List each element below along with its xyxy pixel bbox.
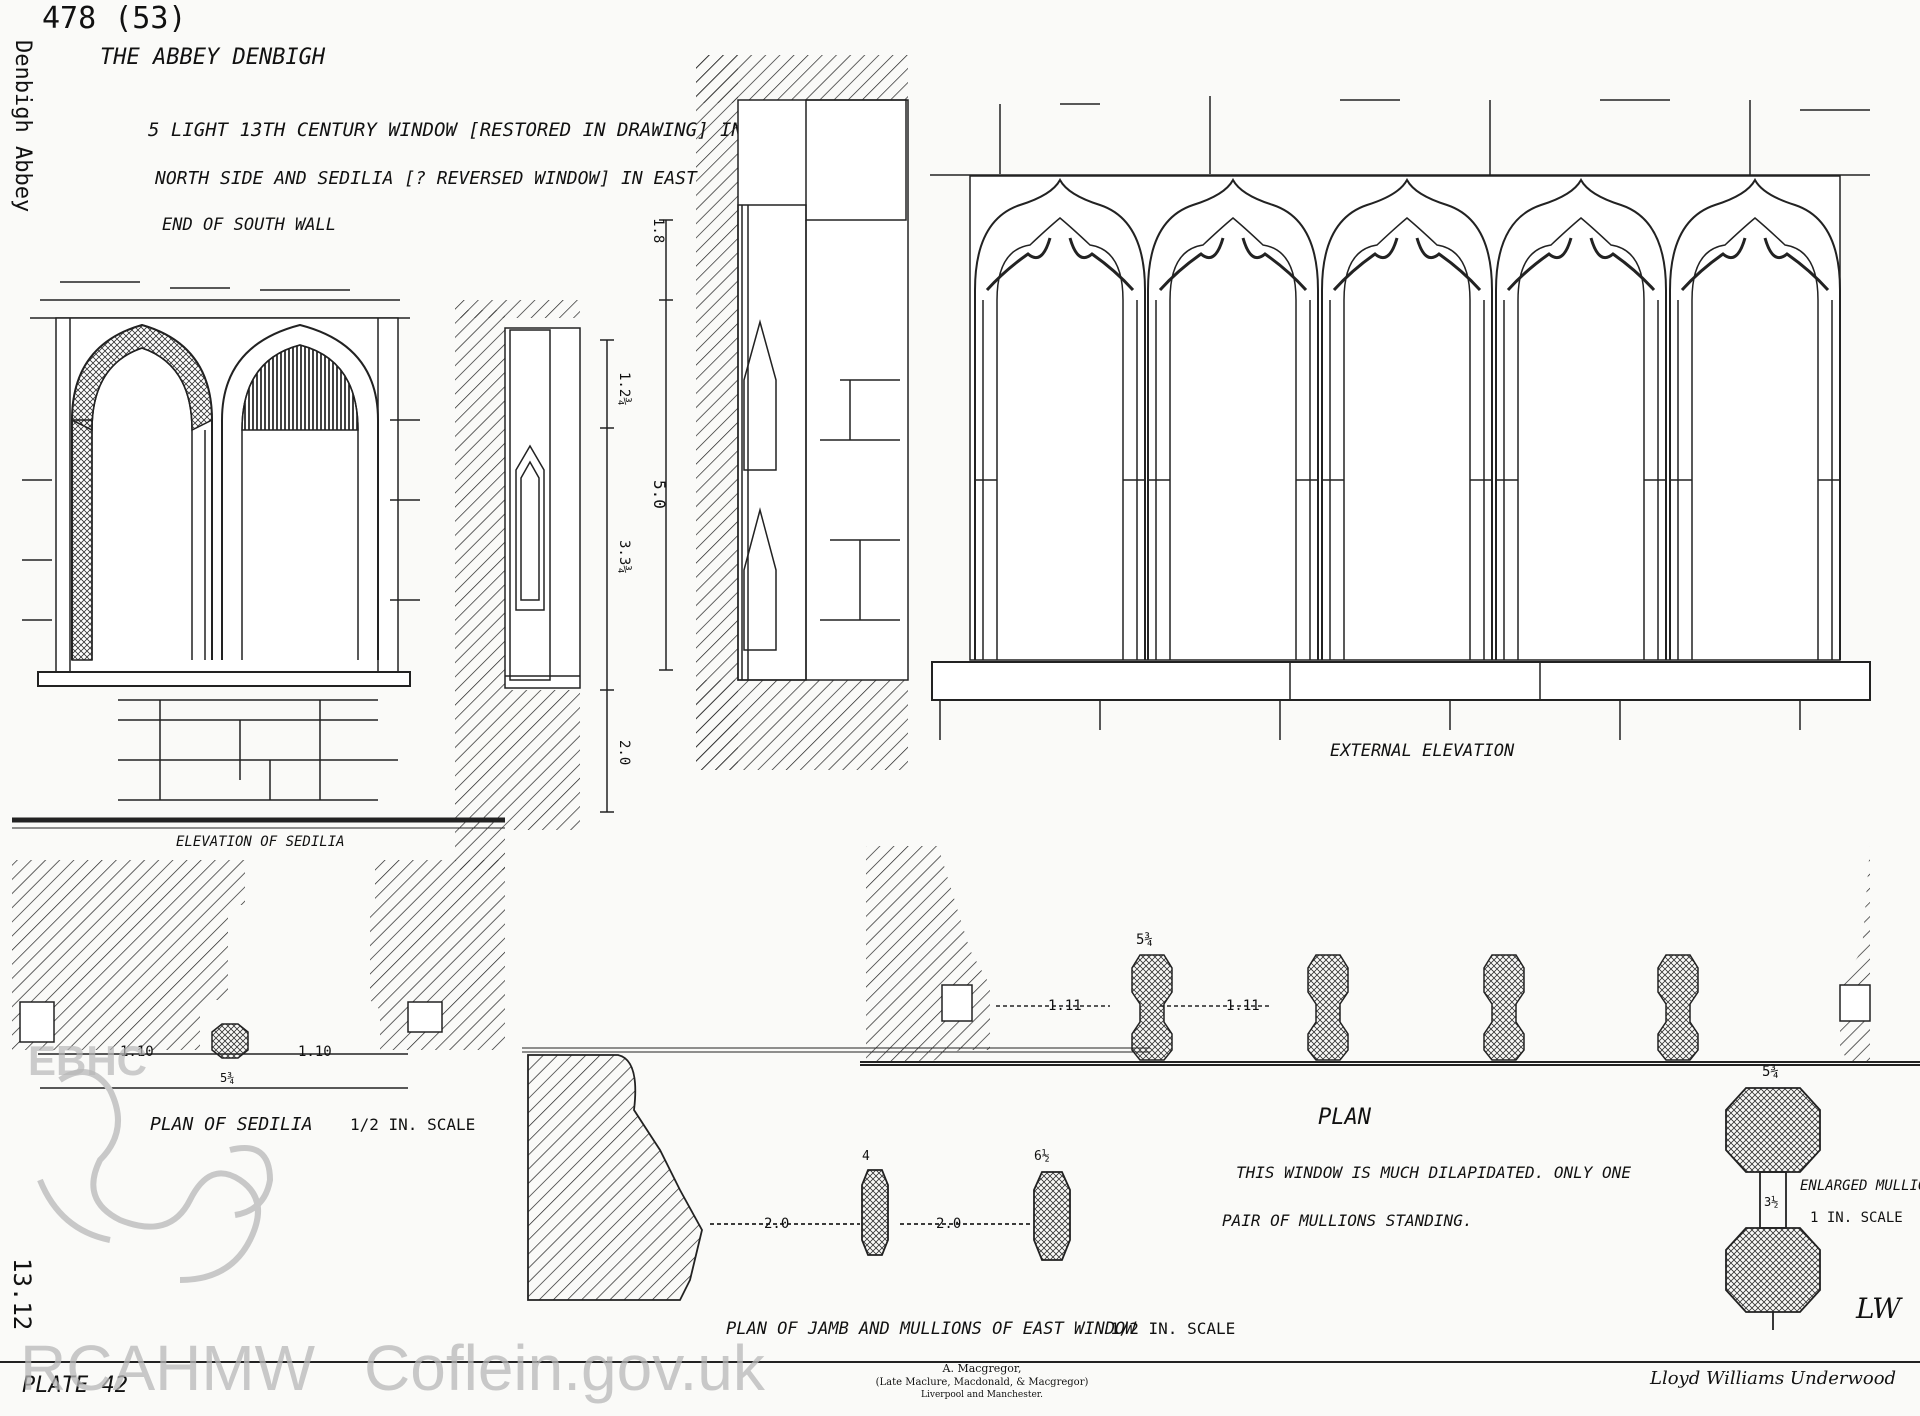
enlarged-mullion-scale: 1 IN. SCALE: [1810, 1210, 1903, 1226]
plan-of-sedilia: [12, 860, 505, 1089]
dim-5-0: 5.0: [650, 480, 669, 509]
jamb-plan-scale: 1/2 IN. SCALE: [1110, 1319, 1235, 1338]
dim-5-3q-a: 5¾: [1136, 932, 1153, 948]
dim-6-half: 6½: [1034, 1149, 1050, 1164]
dim-2-0-vertical: 2.0: [616, 740, 632, 765]
margin-note: Denbigh Abbey: [10, 40, 35, 212]
reference-number: 478 (53): [42, 1, 187, 36]
enlarged-mullion-label: ENLARGED MULLION: [1800, 1178, 1920, 1194]
dim-3-half: 3½: [1764, 1195, 1778, 1209]
light-2-outer: [1147, 177, 1319, 660]
light-5-cusps: [1680, 237, 1830, 292]
rcahmw-dragon-logo: [37, 1069, 274, 1283]
plate-number: PLATE 42: [22, 1373, 128, 1398]
plan-note-line-2: PAIR OF MULLIONS STANDING.: [1222, 1211, 1472, 1230]
plan-mullion-2: [1307, 954, 1349, 1061]
light-3-shafts: [1322, 300, 1492, 660]
light-2-cusps: [1158, 237, 1308, 292]
light-4-cusps: [1506, 237, 1656, 292]
plan-note-line-1: THIS WINDOW IS MUCH DILAPIDATED. ONLY ON…: [1236, 1163, 1631, 1182]
window-plan: [860, 846, 1920, 1066]
watermark-rcahmw: RCAHMW: [20, 1332, 316, 1404]
printer-line-3: Liverpool and Manchester.: [921, 1390, 1043, 1400]
dim-1-11-b: 1.11: [1226, 998, 1260, 1014]
side-note: 13.12: [8, 1258, 36, 1330]
caption-line-3: END OF SOUTH WALL: [162, 215, 336, 235]
plan-mullion-3: [1483, 954, 1525, 1061]
jamb-plan-label: PLAN OF JAMB AND MULLIONS OF EAST WINDOW: [726, 1319, 1137, 1339]
caption-line-2: NORTH SIDE AND SEDILIA [? REVERSED WINDO…: [154, 168, 698, 189]
caption-line-1: 5 LIGHT 13TH CENTURY WINDOW [RESTORED IN…: [148, 119, 743, 141]
drawing-title: THE ABBEY DENBIGH: [100, 45, 326, 70]
watermark-ebhc: EBHC: [28, 1037, 147, 1084]
dim-1-11-a: 1.11: [1048, 998, 1082, 1014]
plan-label: PLAN: [1318, 1105, 1372, 1130]
dim-5-3q-b: 5¾: [1762, 1064, 1779, 1080]
dim-5-3q-c: 5¾: [220, 1071, 234, 1085]
dim-1-8: 1.8: [650, 218, 666, 243]
light-4-shafts: [1496, 300, 1666, 660]
light-2-shafts: [1148, 300, 1318, 660]
light-5-outer: [1669, 177, 1841, 660]
plan-mullion-4: [1657, 954, 1699, 1061]
enlarged-mullion: [1725, 1087, 1821, 1330]
mullion-section: [659, 55, 909, 770]
light-3-cusps: [1332, 237, 1482, 292]
light-1-outer: [974, 177, 1146, 660]
jamb-mullions-plan: [522, 1047, 1150, 1301]
light-3-inner: [1343, 217, 1471, 660]
dim-1-10-b: 1.10: [298, 1044, 332, 1060]
light-4-inner: [1517, 217, 1645, 660]
light-1-shafts: [975, 300, 1145, 660]
dim-3-3q: 3.3¾: [616, 540, 632, 574]
light-1-inner: [996, 217, 1124, 660]
external-elevation: [930, 96, 1871, 740]
plan-mullion-1: [1131, 954, 1173, 1061]
plan-sedilia-scale: 1/2 IN. SCALE: [350, 1115, 475, 1134]
sedilia-elevation-label: ELEVATION OF SEDILIA: [176, 834, 345, 850]
light-3-outer: [1321, 177, 1493, 660]
dim-1-10-a: 1.10: [120, 1044, 154, 1060]
light-5-shafts: [1670, 300, 1840, 660]
light-2-inner: [1169, 217, 1297, 660]
monogram: LW: [1855, 1292, 1903, 1325]
external-elevation-label: EXTERNAL ELEVATION: [1330, 741, 1515, 761]
light-4-outer: [1495, 177, 1667, 660]
dim-4: 4: [862, 1149, 870, 1164]
plan-sedilia-label: PLAN OF SEDILIA: [150, 1114, 313, 1135]
sedilia-elevation: [12, 281, 505, 829]
printer-line-1: A. Macgregor,: [942, 1362, 1022, 1375]
dim-1-2-3q: 1.2¾: [616, 372, 632, 406]
dim-2-0-b: 2.0: [936, 1216, 961, 1232]
printer-line-2: (Late Maclure, Macdonald, & Macgregor): [876, 1377, 1089, 1388]
jamb-section: [455, 300, 614, 870]
dim-2-0-a: 2.0: [764, 1216, 789, 1232]
signature: Lloyd Williams Underwood: [1649, 1368, 1896, 1389]
light-5-inner: [1691, 217, 1819, 660]
watermark-coflein: Coflein.gov.uk: [364, 1332, 766, 1404]
light-1-cusps: [985, 237, 1135, 292]
